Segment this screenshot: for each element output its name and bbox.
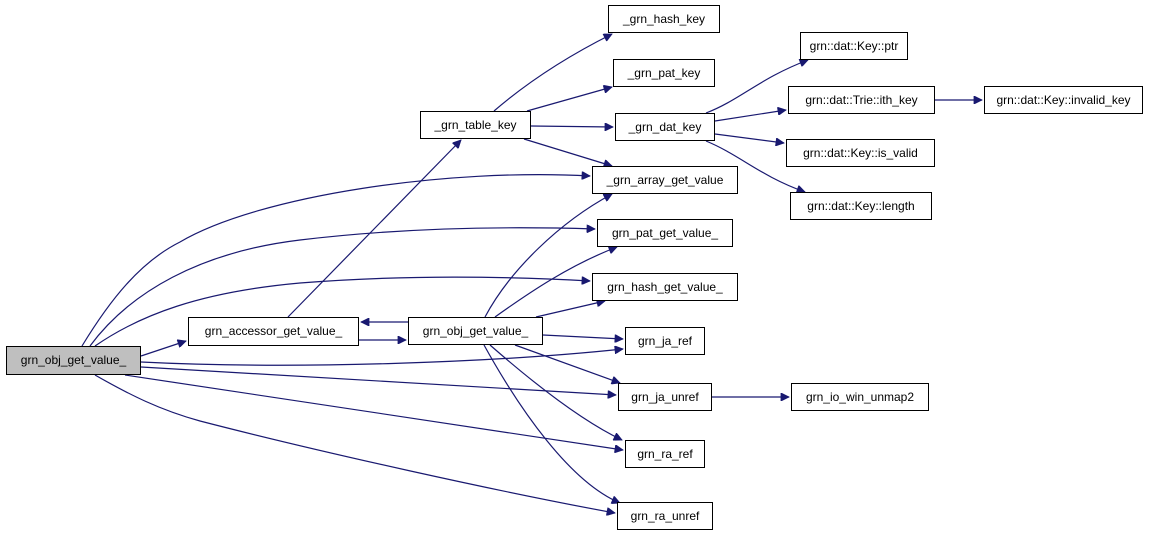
node-key-length[interactable]: grn::dat::Key::length (790, 192, 932, 220)
edge-root-pat-get (89, 228, 595, 347)
edge-obj2-ja-unref (514, 344, 620, 383)
node-grn-pat-get-value[interactable]: grn_pat_get_value_ (597, 219, 733, 247)
node-key-is-valid[interactable]: grn::dat::Key::is_valid (786, 139, 935, 167)
edge-obj2-pat-get (494, 247, 617, 318)
edge-dat-key-ith-key (714, 110, 786, 122)
node-grn-hash-get-value[interactable]: grn_hash_get_value_ (592, 273, 738, 301)
edge-dat-key-length (705, 140, 805, 192)
edge-obj2-ja-ref (542, 334, 623, 339)
node-grn-io-win-unmap2[interactable]: grn_io_win_unmap2 (791, 383, 929, 411)
node-grn-accessor-get-value[interactable]: grn_accessor_get_value_ (188, 317, 359, 346)
node-trie-ith-key[interactable]: grn::dat::Trie::ith_key (788, 86, 935, 114)
node-grn-ja-unref[interactable]: grn_ja_unref (618, 383, 712, 411)
edge-root-ra-ref (124, 374, 623, 450)
node-grn-ra-unref[interactable]: grn_ra_unref (617, 502, 713, 530)
edge-obj2-array (484, 193, 612, 318)
node-key-ptr[interactable]: grn::dat::Key::ptr (800, 32, 908, 60)
edge-root-ra-unref (94, 374, 615, 513)
node-grn-table-key[interactable]: _grn_table_key (420, 111, 531, 139)
edge-accessor-table-key (287, 140, 461, 318)
edge-obj2-hash-get (535, 301, 605, 318)
node-grn-array-get-value[interactable]: _grn_array_get_value (592, 166, 738, 194)
node-grn-ra-ref[interactable]: grn_ra_ref (625, 440, 705, 468)
node-key-invalid-key[interactable]: grn::dat::Key::invalid_key (984, 86, 1143, 114)
edge-dat-key-ptr (705, 60, 808, 114)
edge-root-ja-ref (140, 349, 623, 366)
edge-dat-key-is-valid (714, 133, 784, 143)
edge-root-array (81, 175, 590, 347)
node-grn-hash-key[interactable]: _grn_hash_key (608, 5, 720, 33)
node-grn-pat-key[interactable]: _grn_pat_key (613, 59, 715, 87)
edge-root-hash-get (94, 277, 590, 347)
node-root-grn-obj-get-value[interactable]: grn_obj_get_value_ (6, 346, 141, 375)
node-grn-ja-ref[interactable]: grn_ja_ref (625, 327, 705, 355)
edge-obj2-ra-unref (483, 344, 620, 503)
edge-root-ja-unref (140, 366, 616, 395)
edge-table-key-array (523, 138, 612, 166)
edge-root-accessor (140, 341, 186, 357)
edge-table-key-pat-key (526, 87, 612, 112)
edge-table-key-dat-key (530, 126, 613, 127)
node-grn-dat-key[interactable]: _grn_dat_key (615, 113, 715, 141)
edge-table-key-hash-key (493, 33, 612, 112)
edge-obj2-ra-ref (489, 344, 622, 440)
node-grn-obj-get-value[interactable]: grn_obj_get_value_ (408, 317, 543, 345)
